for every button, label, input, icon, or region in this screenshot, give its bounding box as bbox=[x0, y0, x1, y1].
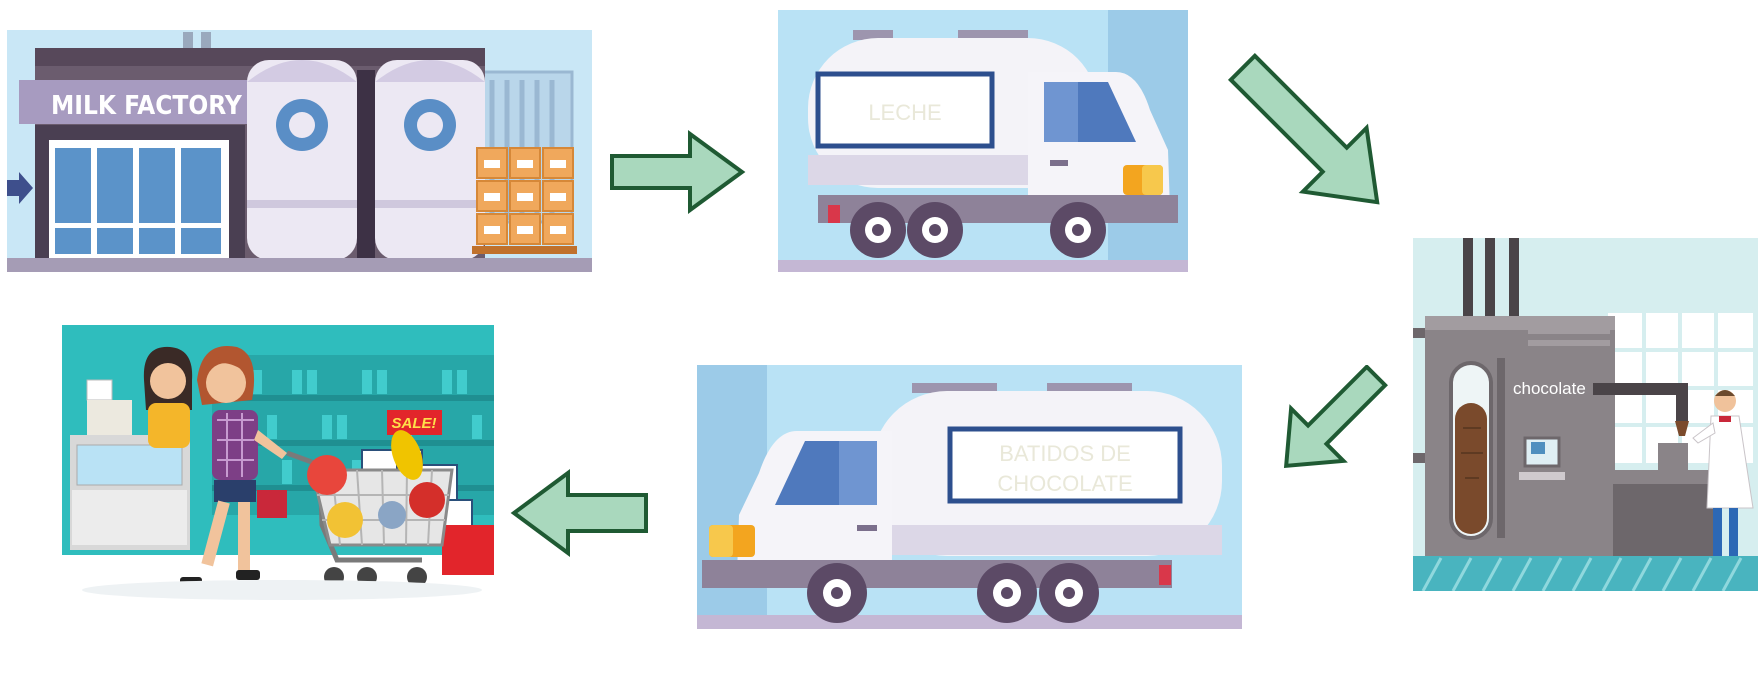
chocolate-machine-illustration: chocolate bbox=[1413, 238, 1758, 591]
flow-arrow-icon bbox=[1268, 365, 1393, 480]
truck-bottom-label-line2: CHOCOLATE bbox=[997, 471, 1132, 496]
chocolate-label: chocolate bbox=[1513, 379, 1586, 398]
truck-bottom-label-line1: BATIDOS DE bbox=[999, 441, 1131, 466]
flow-arrow-icon bbox=[510, 468, 650, 558]
supermarket-illustration: SALE! bbox=[62, 325, 494, 674]
tanker-truck-illustration: LECHE bbox=[778, 10, 1188, 272]
milk-factory-illustration: MILK FACTORY bbox=[7, 30, 592, 272]
flow-arrow-icon bbox=[1215, 45, 1405, 225]
tanker-truck-illustration: BATIDOS DE CHOCOLATE bbox=[697, 365, 1242, 629]
factory-sign: MILK FACTORY bbox=[51, 91, 243, 121]
sale-sign: SALE! bbox=[392, 415, 437, 432]
flow-arrow-icon bbox=[608, 130, 748, 215]
truck-top-label: LECHE bbox=[868, 100, 941, 125]
